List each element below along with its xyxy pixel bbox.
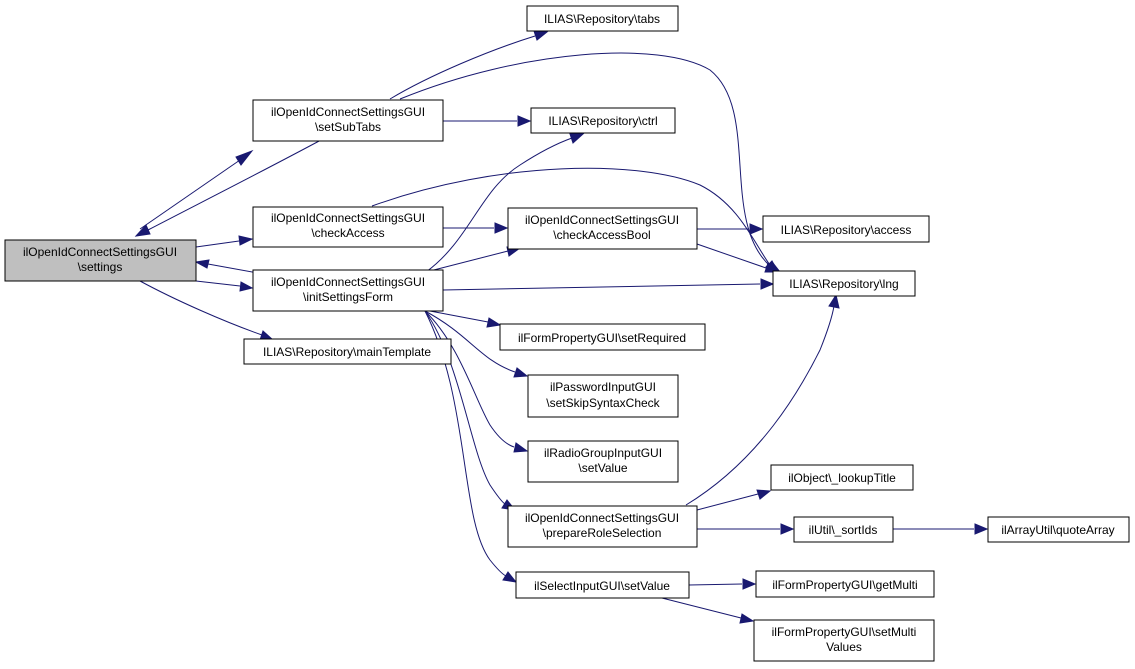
nodes: ilOpenIdConnectSettingsGUI \settings ilO… (4, 5, 1130, 662)
node-checkaccessbool-line-2: \checkAccessBool (553, 228, 650, 242)
node-setmultivalues[interactable]: ilFormPropertyGUI\setMulti Values (753, 619, 935, 662)
edge-sortids-to-quotearray (893, 523, 989, 535)
node-skipsyntax-line-1: ilPasswordInputGUI (550, 380, 656, 394)
edge-initsettingsform-to-setrequired (429, 310, 502, 328)
node-skipsyntax[interactable]: ilPasswordInputGUI \setSkipSyntaxCheck (527, 374, 679, 418)
edge-checkaccessbool-to-access (697, 223, 764, 235)
node-initsettingsform-line-2: \initSettingsForm (303, 290, 393, 304)
edge-preparerole-to-lookuptitle (696, 489, 772, 511)
node-access-line-1: ILIAS\Repository\access (781, 223, 912, 237)
node-settings[interactable]: ilOpenIdConnectSettingsGUI \settings (4, 239, 197, 282)
node-setmultivalues-line-1: ilFormPropertyGUI\setMulti (772, 625, 917, 639)
edge-setsubtabs-to-tabs (389, 30, 549, 100)
edge-checkaccessbool-to-lng (696, 243, 780, 273)
node-setsubtabs-line-2: \setSubTabs (315, 120, 381, 134)
edge-initsettingsform-to-lng (442, 278, 775, 291)
node-selectsetvalue-line-1: ilSelectInputGUI\setValue (534, 579, 670, 593)
node-settings-line-1: ilOpenIdConnectSettingsGUI (23, 245, 177, 259)
node-initsettingsform-line-1: ilOpenIdConnectSettingsGUI (271, 275, 425, 289)
edge-selectsetvalue-to-getmulti (688, 578, 757, 590)
node-preparerole[interactable]: ilOpenIdConnectSettingsGUI \prepareRoleS… (507, 505, 698, 548)
node-lookuptitle[interactable]: ilObject\_lookupTitle (770, 464, 914, 491)
node-maintemplate[interactable]: ILIAS\Repository\mainTemplate (243, 338, 452, 365)
node-selectsetvalue[interactable]: ilSelectInputGUI\setValue (515, 571, 690, 599)
node-ctrl-line-1: ILIAS\Repository\ctrl (548, 114, 657, 128)
node-preparerole-line-1: ilOpenIdConnectSettingsGUI (525, 511, 679, 525)
edge-settings-to-initsettingsform (195, 280, 254, 292)
node-setrequired[interactable]: ilFormPropertyGUI\setRequired (499, 323, 706, 351)
node-sortids-line-1: ilUtil\_sortIds (809, 523, 878, 537)
node-skipsyntax-line-2: \setSkipSyntaxCheck (546, 396, 660, 410)
node-checkaccessbool[interactable]: ilOpenIdConnectSettingsGUI \checkAccessB… (507, 207, 698, 250)
node-radiosetvalue[interactable]: ilRadioGroupInputGUI \setValue (527, 440, 679, 483)
node-checkaccess-line-1: ilOpenIdConnectSettingsGUI (271, 211, 425, 225)
edge-setsubtabs-to-settings (134, 139, 322, 237)
node-quotearray[interactable]: ilArrayUtil\quoteArray (987, 516, 1130, 543)
edge-preparerole-to-lng (685, 293, 840, 506)
node-tabs-line-1: ILIAS\Repository\tabs (544, 12, 660, 26)
edge-checkaccess-to-checkaccessbool (443, 222, 509, 234)
node-checkaccess[interactable]: ilOpenIdConnectSettingsGUI \checkAccess (252, 206, 444, 248)
node-setsubtabs-line-1: ilOpenIdConnectSettingsGUI (271, 105, 425, 119)
node-setsubtabs[interactable]: ilOpenIdConnectSettingsGUI \setSubTabs (252, 99, 444, 142)
node-lookuptitle-line-1: ilObject\_lookupTitle (788, 471, 896, 485)
node-getmulti[interactable]: ilFormPropertyGUI\getMulti (755, 570, 935, 598)
node-radiosetvalue-line-1: ilRadioGroupInputGUI (544, 446, 662, 460)
edge-selectsetvalue-to-setmultivalues (657, 596, 755, 624)
edge-settings-to-checkaccess (195, 235, 254, 248)
node-lng-line-1: ILIAS\Repository\lng (789, 277, 898, 291)
node-getmulti-line-1: ilFormPropertyGUI\getMulti (772, 578, 917, 592)
edge-preparerole-to-sortids (697, 523, 795, 535)
edge-initsettingsform-to-ctrl (425, 133, 585, 273)
node-sortids[interactable]: ilUtil\_sortIds (793, 516, 894, 543)
node-maintemplate-line-1: ILIAS\Repository\mainTemplate (263, 345, 431, 359)
node-setrequired-line-1: ilFormPropertyGUI\setRequired (518, 331, 686, 345)
node-settings-line-2: \settings (78, 260, 123, 274)
node-checkaccess-line-2: \checkAccess (311, 226, 384, 240)
node-ctrl[interactable]: ILIAS\Repository\ctrl (530, 107, 676, 134)
node-radiosetvalue-line-2: \setValue (578, 461, 627, 475)
node-tabs[interactable]: ILIAS\Repository\tabs (526, 5, 679, 32)
edge-initsettingsform-to-skipsyntax (424, 310, 529, 378)
node-preparerole-line-2: \prepareRoleSelection (543, 526, 662, 540)
edge-initsettingsform-to-selectsetvalue (424, 310, 518, 583)
node-access[interactable]: ILIAS\Repository\access (762, 215, 930, 243)
node-setmultivalues-line-2: Values (826, 640, 862, 654)
node-checkaccessbool-line-1: ilOpenIdConnectSettingsGUI (525, 213, 679, 227)
node-lng[interactable]: ILIAS\Repository\lng (772, 270, 916, 297)
node-quotearray-line-1: ilArrayUtil\quoteArray (1001, 523, 1114, 537)
edge-setsubtabs-to-ctrl (443, 115, 532, 127)
edge-settings-to-setsubtabs (139, 149, 254, 230)
node-initsettingsform[interactable]: ilOpenIdConnectSettingsGUI \initSettings… (252, 269, 444, 312)
